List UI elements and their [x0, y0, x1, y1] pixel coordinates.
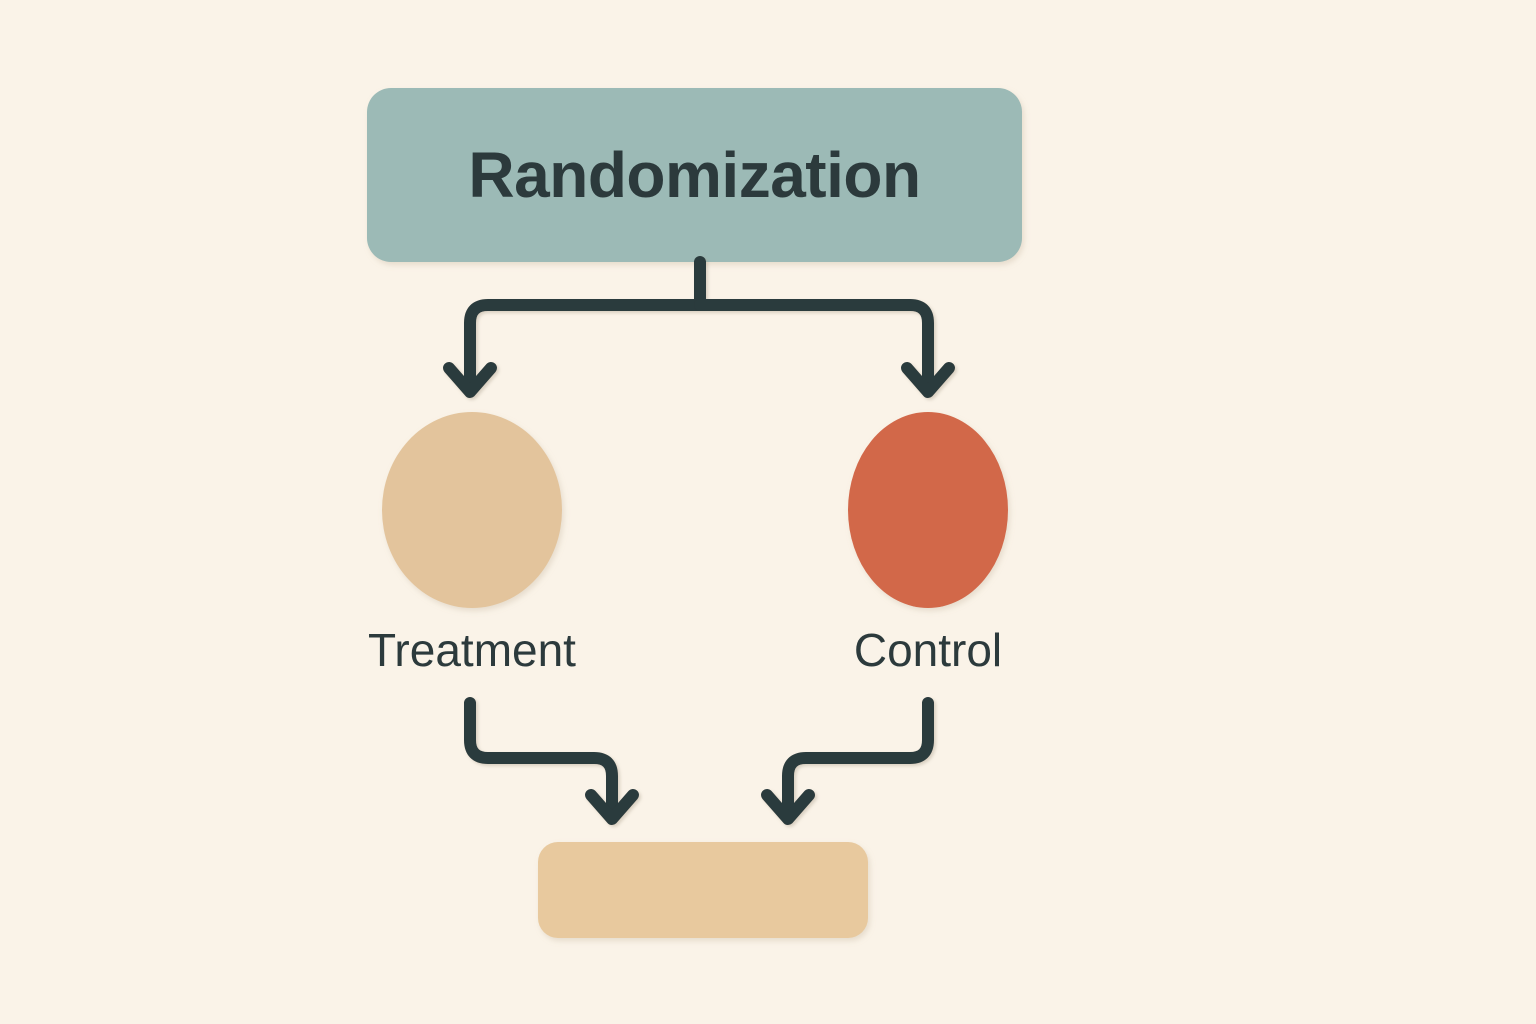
arrowhead-treatment-to-outcome-icon — [585, 789, 639, 825]
arrowhead-to-treatment-icon — [443, 362, 497, 398]
control-node-shape[interactable] — [848, 412, 1008, 608]
arrowhead-to-control-icon — [901, 362, 955, 398]
randomization-node-shape[interactable] — [367, 88, 1022, 262]
connector-branch-left-line — [464, 299, 706, 384]
treatment-node-shape[interactable] — [382, 412, 562, 608]
connector-branch-right-line — [694, 299, 934, 384]
outcome-node-shape[interactable] — [538, 842, 868, 938]
connector-outcome-merge — [464, 697, 934, 825]
connector-control-to-outcome-line — [782, 697, 934, 811]
arrowhead-control-to-outcome-icon — [761, 789, 815, 825]
connector-randomization-split — [443, 256, 955, 398]
connector-treatment-to-outcome-line — [464, 697, 618, 811]
